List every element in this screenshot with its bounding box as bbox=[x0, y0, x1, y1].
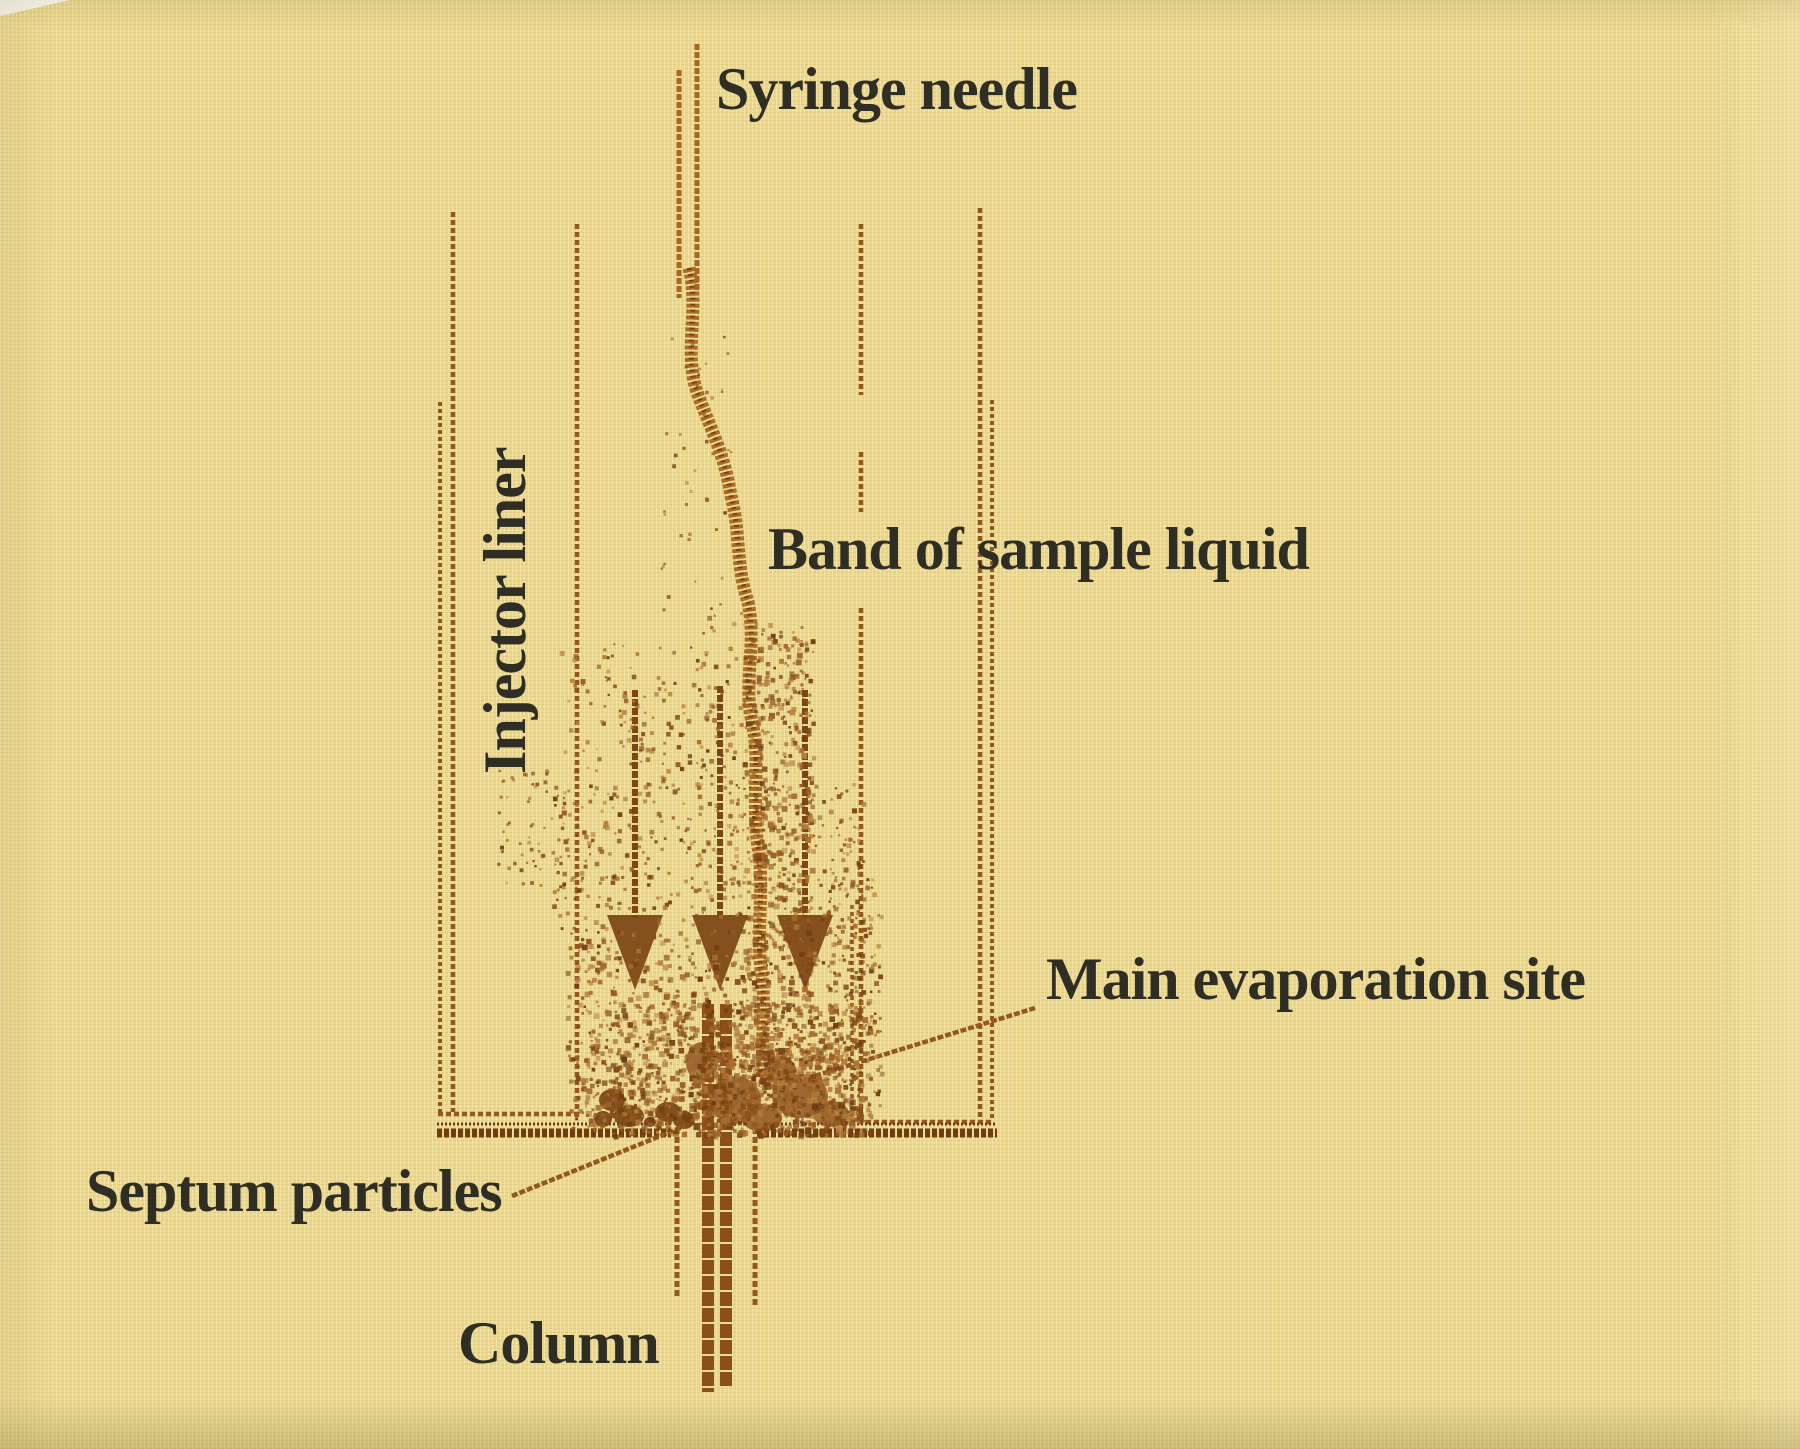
septum-particles-label: Septum particles bbox=[86, 1158, 503, 1224]
evaporation-speckles bbox=[497, 335, 885, 1140]
down-arrow-right bbox=[777, 690, 833, 990]
down-arrow-left bbox=[607, 690, 663, 990]
injector-liner-label: Injector liner bbox=[472, 447, 538, 774]
down-arrow-right-head bbox=[777, 915, 833, 990]
main-evaporation-site-label: Main evaporation site bbox=[1046, 946, 1586, 1012]
syringe-needle-label: Syringe needle bbox=[716, 56, 1078, 122]
band-of-sample-liquid-label: Band of sample liquid bbox=[768, 516, 1310, 582]
septum-particles-pointer-line bbox=[511, 1123, 686, 1199]
column-label: Column bbox=[458, 1310, 660, 1376]
